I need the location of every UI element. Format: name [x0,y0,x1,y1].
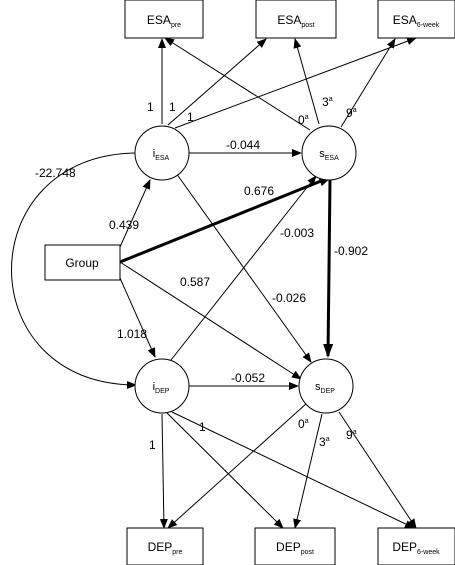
esa-6week-sub: 6-week [417,22,440,29]
coef-sesa-sdep: -0.902 [334,244,368,258]
coef-group-iesa: 0.439 [109,218,139,232]
svg-text:iDEP: iDEP [153,381,170,395]
esa-post-sub: post [301,22,314,29]
svg-text:3a: 3a [322,95,333,109]
svg-text:sESA: sESA [319,148,339,162]
esa-pre-box: ESApre [124,0,204,39]
load-sdep-post-sup: a [326,436,330,443]
s-dep-sub: DEP [321,388,336,395]
load-sdep-pre: 0 [298,417,305,431]
load-iesa-6week: 1 [187,110,194,124]
s-esa-main: s [319,148,325,160]
i-dep-main: i [153,381,155,393]
dep-6week-box: DEP6-week [377,527,455,565]
load-sdep-post: 3 [319,435,326,449]
path-iesa-esa6week [174,37,417,129]
dep-6week-sub: 6-week [417,549,440,556]
group-label: Group [65,256,99,270]
path-group-sdep [119,261,302,380]
i-esa-main: i [153,148,155,160]
i-esa-sub: ESA [155,155,169,162]
dep-post-box: DEPpost [254,527,336,565]
path-iesa-sdep [175,172,312,363]
dep-pre-sub: pre [172,549,182,556]
s-dep-node: sDEP [298,358,354,414]
esa-pre-sub: pre [171,22,181,29]
load-idep-post: 1 [199,420,206,434]
coef-group-sdep: 0.587 [180,275,210,289]
path-group-iesa [119,179,151,248]
covariance-iesa-idep-arrow [11,148,146,389]
dep-loading-labels: 1 1 0a 3a 9a [149,417,357,452]
s-dep-main: s [315,381,321,393]
load-sdep-6week-sup: a [353,429,357,436]
coef-idep-sesa: -0.003 [280,226,314,240]
path-sesa-esapre [164,37,311,131]
path-sesa-esapost [293,38,320,125]
load-sdep-pre-sup: a [305,418,309,425]
load-sesa-6week-sup: a [353,107,357,114]
svg-text:3a: 3a [319,435,330,449]
load-idep-pre: 1 [149,438,156,452]
esa-6week-box: ESA6-week [377,0,455,39]
coef-iesa-sesa: -0.044 [226,138,260,152]
path-idep-deppost [166,412,284,529]
load-iesa-post: 1 [169,100,176,114]
coef-group-sesa: 0.676 [244,184,274,198]
esa-loading-labels: 1 1 1 0a 3a 9a [147,95,357,127]
esa-post-box: ESApost [255,0,337,39]
s-esa-sub: ESA [325,155,339,162]
path-iesa-esapost [167,38,267,126]
dep-pre-box: DEPpre [126,527,204,565]
path-idep-dep6week [171,411,415,529]
load-sesa-pre-sup: a [305,114,309,121]
dep-post-sub: post [301,549,314,556]
group-box: Group [44,244,121,281]
load-sesa-pre: 0 [298,113,305,127]
coef-idep-sdep: -0.052 [231,371,265,385]
coef-iesa-sdep: -0.026 [272,291,306,305]
svg-text:iESA: iESA [153,148,170,162]
svg-text:DEP6-week: DEP6-week [392,540,440,556]
dep-pre-main: DEP [148,540,173,554]
path-sesa-sdep [323,179,334,358]
esa-pre-main: ESA [147,13,171,27]
paths [11,37,417,529]
path-sesa-esa6week [340,38,396,128]
dep-6week-main: DEP [392,540,417,554]
i-esa-node: iESA [134,125,190,181]
load-sesa-post: 3 [322,95,329,109]
svg-text:0a: 0a [298,113,309,127]
svg-text:0a: 0a [298,417,309,431]
esa-post-main: ESA [277,13,301,27]
svg-text:sDEP: sDEP [315,381,335,395]
load-iesa-pre: 1 [147,100,154,114]
coefficient-labels: -22.748 -0.044 0.676 0.439 -0.003 -0.902… [35,138,368,385]
path-group-idep [119,277,156,358]
path-sdep-dep6week [338,411,417,529]
path-idep-deppre [159,413,168,529]
svg-text:ESApost: ESApost [277,13,314,29]
dep-post-main: DEP [276,540,301,554]
svg-text:ESA6-week: ESA6-week [393,13,440,29]
load-sdep-6week: 9 [346,428,353,442]
path-sdep-deppost [293,413,323,529]
svg-text:9a: 9a [346,428,357,442]
s-esa-node: sESA [301,125,357,181]
svg-text:DEPpre: DEPpre [148,540,183,556]
svg-text:ESApre: ESApre [147,13,181,29]
svg-text:9a: 9a [346,106,357,120]
load-sesa-6week: 9 [346,106,353,120]
coef-cov-iesa-idep: -22.748 [35,166,76,180]
i-dep-node: iDEP [134,358,190,414]
i-dep-sub: DEP [155,388,170,395]
svg-text:DEPpost: DEPpost [276,540,314,556]
coef-group-idep: 1.018 [117,327,147,341]
load-sesa-post-sup: a [329,96,333,103]
path-sdep-deppre [167,402,308,529]
esa-6week-main: ESA [393,13,417,27]
path-group-sesa [119,175,333,264]
